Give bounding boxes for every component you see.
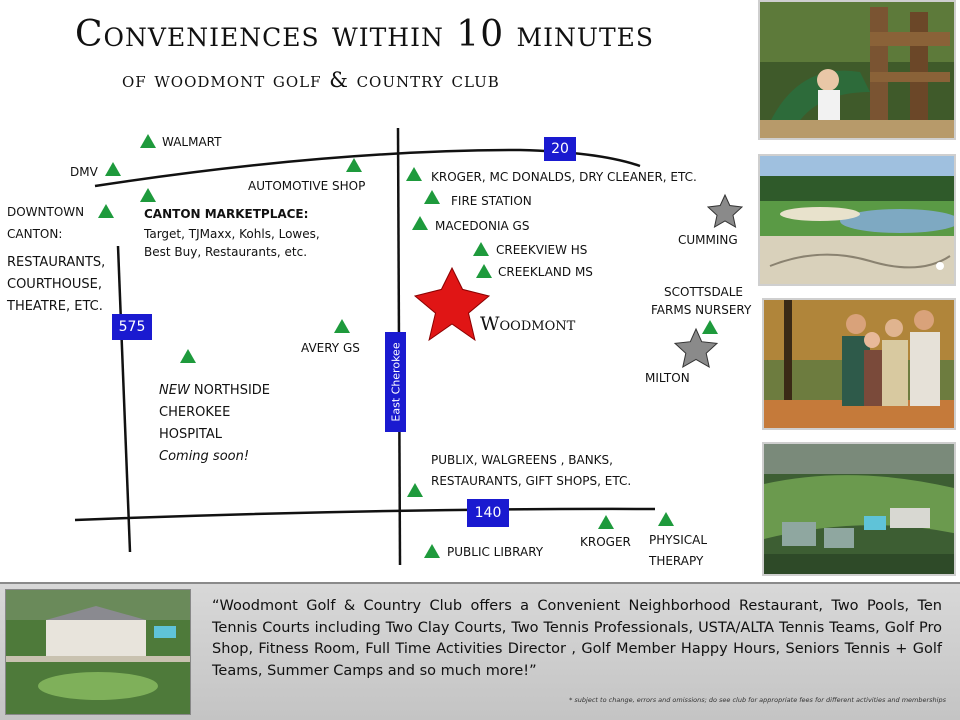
marker-canton-marketplace <box>140 188 156 202</box>
road-575 <box>116 245 132 553</box>
label-library: PUBLIC LIBRARY <box>447 545 544 559</box>
label-downtown-1: DOWNTOWN <box>7 205 85 219</box>
label-hospital-1: NEW NORTHSIDE <box>159 380 270 402</box>
marker-creekview <box>473 242 489 256</box>
marker-macedonia <box>412 216 428 230</box>
photo-golf-course <box>758 154 956 286</box>
woodmont-star <box>413 266 491 342</box>
label-walmart: WALMART <box>162 135 222 149</box>
label-fire-station: FIRE STATION <box>451 194 532 208</box>
photo-playground <box>758 0 956 140</box>
bottom-banner: “Woodmont Golf & Country Club offers a C… <box>0 582 960 720</box>
marker-kroger-top <box>406 167 422 181</box>
label-hospital-4: Coming soon! <box>159 449 250 464</box>
marker-creekland <box>476 264 492 278</box>
marker-scottsdale <box>702 320 718 334</box>
label-hospital-new: NEW <box>159 383 190 398</box>
marker-publix <box>407 483 423 497</box>
marker-downtown-canton <box>98 204 114 218</box>
label-creekview: CREEKVIEW HS <box>496 243 588 257</box>
marker-fire-station <box>424 190 440 204</box>
road-140 <box>74 507 656 522</box>
label-restaurants-1: RESTAURANTS, <box>7 255 106 270</box>
cumming-star <box>706 193 744 228</box>
label-woodmont: Woodmont <box>480 313 576 335</box>
road-20 <box>94 148 641 188</box>
east-cherokee-label: East Cherokee <box>389 342 402 422</box>
label-automotive: AUTOMOTIVE SHOP <box>248 179 366 193</box>
label-hospital-3: HOSPITAL <box>159 427 223 442</box>
label-kroger-top: KROGER, MC DONALDS, DRY CLEANER, ETC. <box>431 170 697 184</box>
marker-library <box>424 544 440 558</box>
label-dmv: DMV <box>70 165 98 179</box>
photo-people-deck <box>762 298 956 430</box>
route-575-shield: 575 <box>112 314 152 340</box>
milton-star <box>673 327 719 368</box>
banner-quote: “Woodmont Golf & Country Club offers a C… <box>212 598 942 679</box>
marker-avery <box>334 319 350 333</box>
photo-aerial-club <box>762 442 956 576</box>
label-macedonia: MACEDONIA GS <box>435 219 530 233</box>
label-restaurants-3: THEATRE, ETC. <box>7 299 103 314</box>
marker-automotive <box>346 158 362 172</box>
marker-hospital <box>180 349 196 363</box>
label-kroger-bottom: KROGER <box>580 535 631 549</box>
label-publix-2: RESTAURANTS, GIFT SHOPS, ETC. <box>431 474 632 488</box>
marker-dmv <box>105 162 121 176</box>
label-publix-1: PUBLIX, WALGREENS , BANKS, <box>431 453 613 467</box>
label-canton-2: Best Buy, Restaurants, etc. <box>144 245 308 259</box>
label-downtown-2: CANTON: <box>7 227 63 241</box>
label-canton-1: Target, TJMaxx, Kohls, Lowes, <box>144 227 320 241</box>
label-hospital-2: CHEROKEE <box>159 405 231 420</box>
marker-physical-therapy <box>658 512 674 526</box>
label-physical-2: THERAPY <box>649 554 704 568</box>
route-20-shield: 20 <box>544 137 576 161</box>
marker-kroger-bottom <box>598 515 614 529</box>
banner-disclaimer: * subject to change, errors and omission… <box>569 696 946 704</box>
label-scottsdale-1: SCOTTSDALE <box>664 285 744 299</box>
route-140-shield: 140 <box>467 499 509 527</box>
map-title: Conveniences within 10 minutes <box>75 14 655 55</box>
map-subtitle: of woodmont golf & country club <box>122 68 500 92</box>
label-milton: MILTON <box>645 371 690 385</box>
photo-clubhouse-aerial <box>5 589 191 715</box>
label-physical-1: PHYSICAL <box>649 533 708 547</box>
label-restaurants-2: COURTHOUSE, <box>7 277 102 292</box>
label-cumming: CUMMING <box>678 233 738 247</box>
label-avery: AVERY GS <box>301 341 360 355</box>
label-creekland: CREEKLAND MS <box>498 265 593 279</box>
east-cherokee-shield: East Cherokee <box>385 332 406 432</box>
label-hospital-northside: NORTHSIDE <box>189 383 270 398</box>
marker-walmart <box>140 134 156 148</box>
label-canton-title: CANTON MARKETPLACE: <box>144 207 309 221</box>
label-scottsdale-2: FARMS NURSERY <box>651 303 752 317</box>
